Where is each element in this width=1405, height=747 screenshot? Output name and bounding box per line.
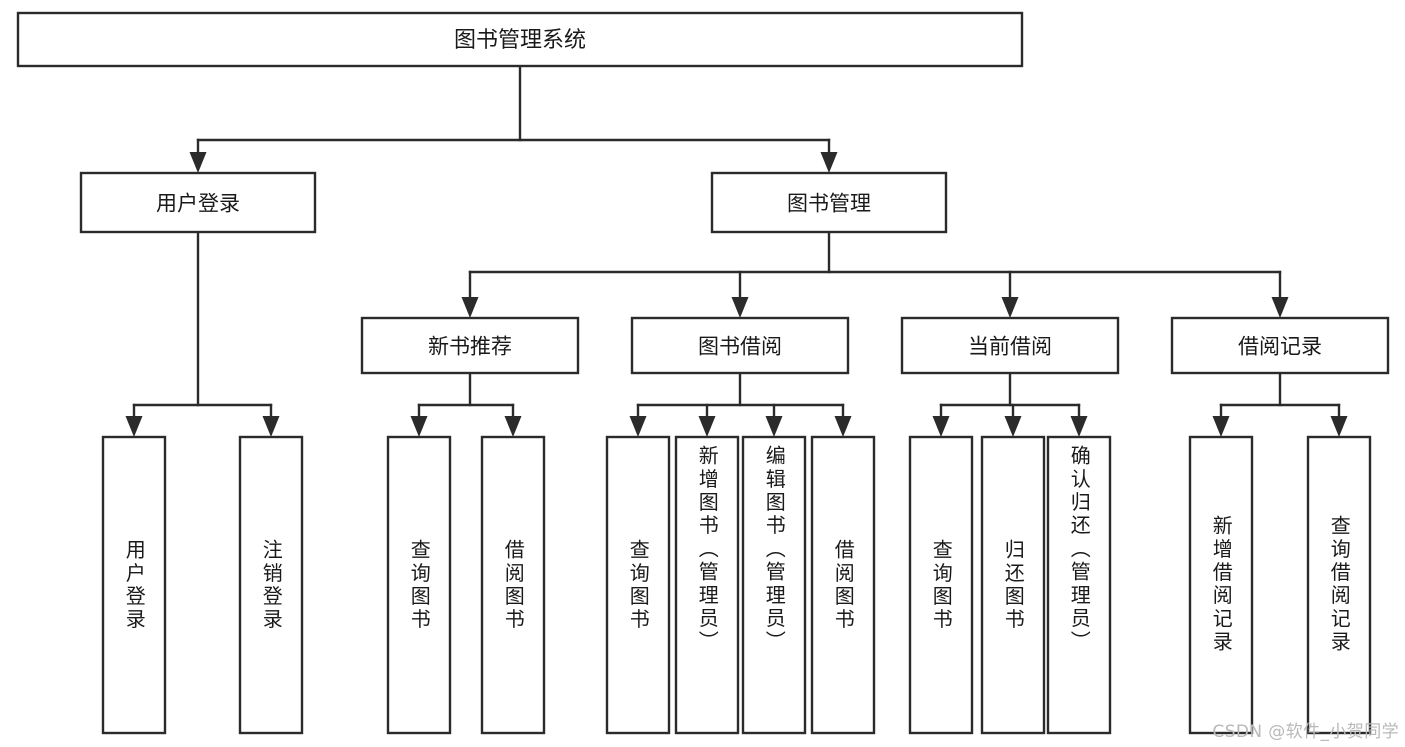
node-label-new-book-recommend: 新书推荐 (428, 335, 512, 359)
node-box-leaf-3[interactable] (386, 435, 452, 735)
arrow-head-icon (410, 416, 428, 437)
node-box-leaf-11[interactable] (1046, 435, 1112, 735)
node-box-leaf-9[interactable] (908, 435, 974, 735)
arrow-head-icon (1004, 416, 1022, 437)
arrow-head-icon (1070, 416, 1088, 437)
arrow-head-icon (1001, 297, 1019, 318)
node-label-root: 图书管理系统 (454, 28, 586, 53)
node-box-leaf-10[interactable] (980, 435, 1046, 735)
node-label-user-login: 用户登录 (156, 192, 240, 216)
arrow-head-icon (1330, 416, 1348, 437)
arrow-head-icon (461, 297, 479, 318)
node-box-leaf-7[interactable] (741, 435, 807, 735)
node-label-current-borrow: 当前借阅 (968, 335, 1052, 359)
node-box-leaf-2[interactable] (238, 435, 304, 735)
node-box-current-borrow[interactable] (900, 316, 1120, 375)
node-box-leaf-13[interactable] (1306, 435, 1372, 735)
arrow-head-icon (932, 416, 950, 437)
node-box-book-borrow[interactable] (630, 316, 850, 375)
node-box-leaf-12[interactable] (1188, 435, 1254, 735)
arrow-head-icon (1271, 297, 1289, 318)
arrow-head-icon (262, 416, 280, 437)
arrow-head-icon (1212, 416, 1230, 437)
node-box-root[interactable] (16, 11, 1024, 68)
arrow-head-icon (698, 416, 716, 437)
arrow-head-icon (629, 416, 647, 437)
csdn-watermark: CSDN @软件_小贺同学 (1212, 722, 1399, 742)
arrow-head-icon (731, 297, 749, 318)
node-box-leaf-5[interactable] (605, 435, 671, 735)
arrow-head-icon (504, 416, 522, 437)
arrow-head-icon (125, 416, 143, 437)
arrow-head-icon (834, 416, 852, 437)
node-label-book-management: 图书管理 (787, 192, 871, 216)
node-box-leaf-1[interactable] (101, 435, 167, 735)
node-label-book-borrow: 图书借阅 (698, 335, 782, 359)
node-label-borrow-record: 借阅记录 (1238, 335, 1322, 359)
node-box-user-login[interactable] (79, 171, 317, 234)
node-box-leaf-8[interactable] (810, 435, 876, 735)
node-box-leaf-6[interactable] (674, 435, 740, 735)
node-box-leaf-4[interactable] (480, 435, 546, 735)
arrow-head-icon (765, 416, 783, 437)
node-box-new-book-recommend[interactable] (360, 316, 580, 375)
node-box-book-management[interactable] (710, 171, 948, 234)
node-box-borrow-record[interactable] (1170, 316, 1390, 375)
edges-layer (125, 64, 1348, 437)
arrow-head-icon (820, 152, 838, 173)
arrow-head-icon (189, 152, 207, 173)
